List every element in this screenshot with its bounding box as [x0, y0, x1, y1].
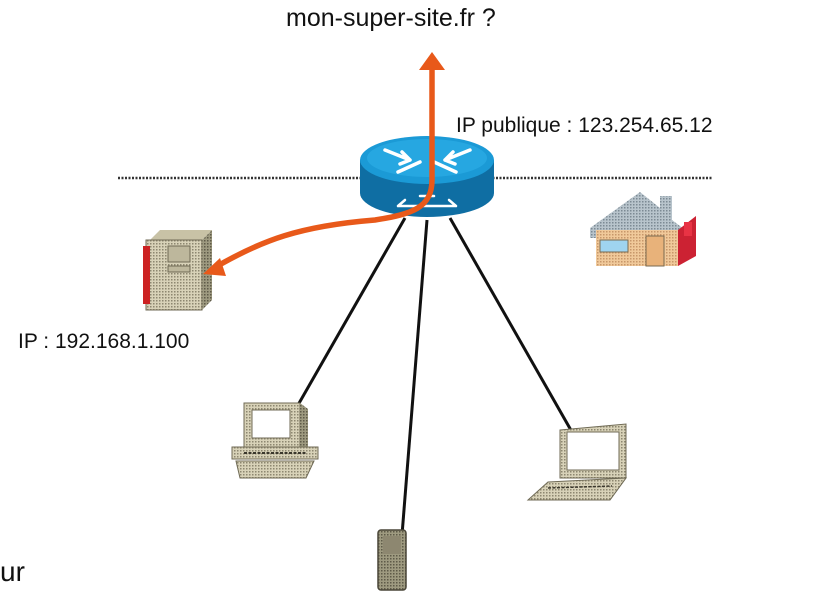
- domain-label: mon-super-site.fr ?: [286, 4, 496, 32]
- desktop-computer-icon: [231, 402, 319, 479]
- server-ip-label: IP : 192.168.1.100: [18, 330, 190, 353]
- request-path-arrow: [203, 52, 445, 276]
- cable-to-laptop: [448, 217, 574, 433]
- cable-to-desktop: [296, 217, 407, 406]
- arrow-head-server: [203, 258, 226, 276]
- cable-to-phone: [400, 219, 429, 536]
- server-icon: [143, 230, 212, 311]
- public-ip-label: IP publique : 123.254.65.12: [456, 114, 713, 137]
- arrow-head-up: [419, 52, 445, 70]
- network-cables: [296, 217, 574, 536]
- cut-off-label: ur: [0, 556, 25, 587]
- phone-icon: [377, 529, 407, 591]
- router-icon: [360, 136, 494, 217]
- laptop-icon: [526, 423, 628, 501]
- house-icon: [590, 192, 696, 267]
